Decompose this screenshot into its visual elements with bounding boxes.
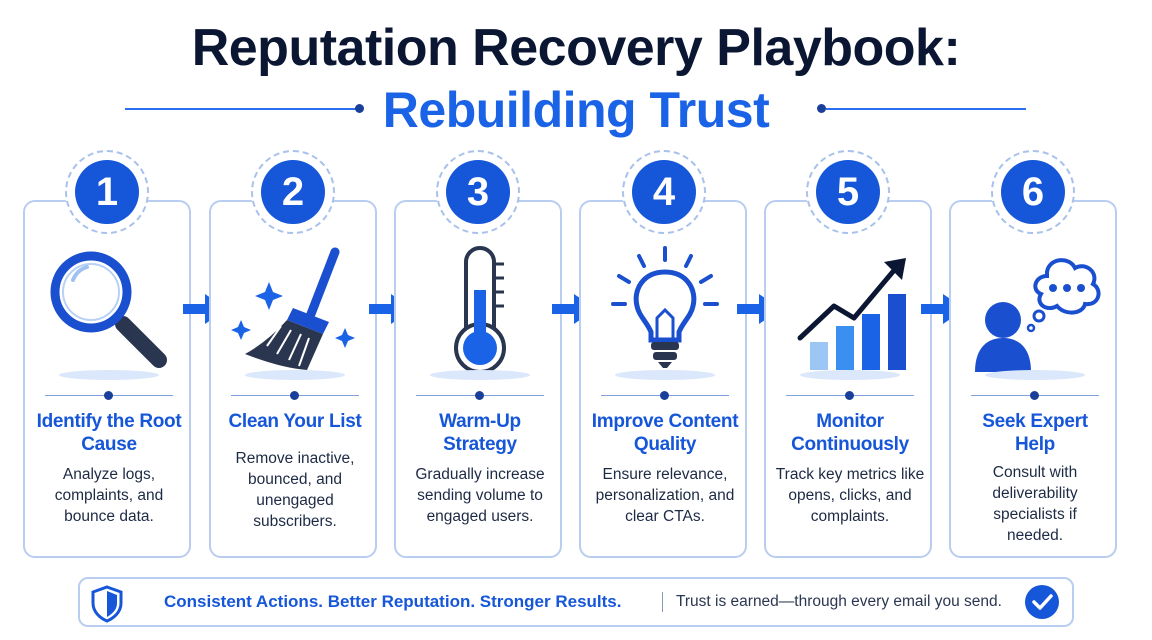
subtitle-row: Rebuilding Trust [0,80,1152,140]
step-number: 4 [632,160,696,224]
lightbulb-icon [581,242,749,382]
step-description: Track key metrics like opens, clicks, an… [775,466,925,525]
step-card-6: Seek Expert Help Consult with deliverabi… [949,200,1117,558]
page-title: Reputation Recovery Playbook: [191,19,961,77]
step-title: Identify the Root Cause [36,411,182,455]
step-title: Clean Your List [228,411,362,432]
step-card-4: Improve Content Quality Ensure relevance… [579,200,747,558]
broom-icon [211,242,379,382]
footer-separator [662,592,663,612]
step-description: Consult with deliverability specialists … [992,464,1078,544]
subtitle-dot-right [817,104,826,113]
step-title: Warm-Up Strategy [439,411,521,455]
divider-dot [290,391,299,400]
step-card-3: Warm-Up Strategy Gradually increase send… [394,200,562,558]
step-description: Ensure relevance, personalization, and c… [595,466,735,525]
subtitle-line-left [125,108,357,110]
step-number-badge-4: 4 [622,150,706,234]
step-card-2: Clean Your List Remove inactive, bounced… [209,200,377,558]
step-description: Analyze logs, complaints, and bounce dat… [54,466,164,525]
step-number-badge-1: 1 [65,150,149,234]
divider-dot [104,391,113,400]
thermometer-icon [396,242,564,382]
page-subtitle: Rebuilding Trust [382,82,770,138]
step-number-badge-2: 2 [251,150,335,234]
divider-dot [845,391,854,400]
subtitle-dot-left [355,104,364,113]
step-number-badge-6: 6 [991,150,1075,234]
growth-chart-icon [766,242,934,382]
step-card-1: Identify the Root Cause Analyze logs, co… [23,200,191,558]
step-number: 1 [75,160,139,224]
step-number: 2 [261,160,325,224]
icon-shadow [615,370,715,380]
checkmark-icon [1025,585,1059,619]
step-card-5: Monitor Continuously Track key metrics l… [764,200,932,558]
expert-thought-icon [951,242,1119,382]
magnifying-glass-icon [25,242,193,382]
subtitle-line-right [826,108,1026,110]
shield-icon [91,585,123,623]
divider-dot [1030,391,1039,400]
step-title: Improve Content Quality [591,411,739,455]
step-title: Monitor Continuously [791,411,909,455]
icon-shadow [985,370,1085,380]
step-description: Remove inactive, bounced, and unengaged … [235,450,355,530]
icon-shadow [245,370,345,380]
footer-banner: Consistent Actions. Better Reputation. S… [78,577,1074,627]
step-number-badge-5: 5 [806,150,890,234]
step-description: Gradually increase sending volume to eng… [415,466,545,525]
step-number-badge-3: 3 [436,150,520,234]
icon-shadow [59,370,159,380]
divider-dot [660,391,669,400]
footer-tagline: Consistent Actions. Better Reputation. S… [164,592,622,611]
icon-shadow [430,370,530,380]
step-number: 6 [1001,160,1065,224]
footer-note: Trust is earned—through every email you … [676,593,1002,610]
step-number: 5 [816,160,880,224]
divider-dot [475,391,484,400]
step-title: Seek Expert Help [982,411,1088,455]
icon-shadow [800,370,900,380]
step-number: 3 [446,160,510,224]
